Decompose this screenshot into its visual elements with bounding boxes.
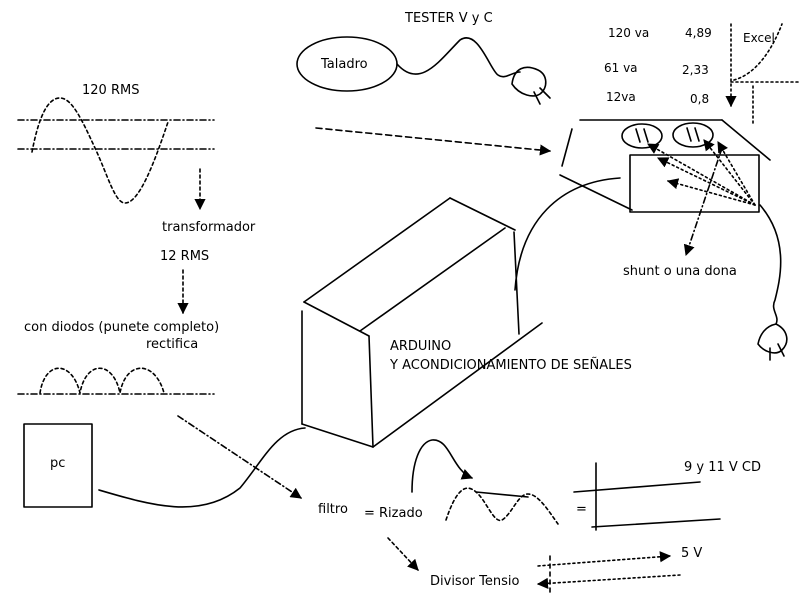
rizado-arrow bbox=[411, 439, 474, 493]
divisor-label: Divisor Tensio bbox=[430, 574, 520, 589]
excel-label: Excel bbox=[743, 31, 775, 45]
sine-wave-graph bbox=[17, 97, 215, 204]
tester-label: TESTER V y C bbox=[405, 11, 493, 26]
transformador-label: transformador bbox=[162, 220, 256, 235]
rms-12-label: 12 RMS bbox=[160, 249, 210, 264]
reading-value-2: 2,33 bbox=[682, 63, 709, 77]
ripple-wave-graph bbox=[445, 487, 559, 525]
tester-plug-icon bbox=[757, 323, 788, 361]
tester-meter-box bbox=[559, 119, 771, 213]
filtro-label: filtro bbox=[318, 502, 348, 517]
meter-dial-2 bbox=[672, 122, 714, 148]
v5-label: 5 V bbox=[681, 546, 703, 561]
shunt-label: shunt o una dona bbox=[623, 264, 737, 279]
arduino-label: ARDUINO bbox=[390, 339, 452, 354]
shunt-arrows bbox=[647, 139, 756, 257]
reading-va-1: 120 va bbox=[608, 26, 650, 40]
meter-dial-1 bbox=[621, 123, 663, 149]
pc-label: pc bbox=[50, 456, 66, 471]
taladro-plug-icon bbox=[511, 66, 551, 105]
v5-arrows bbox=[536, 551, 681, 597]
arduino-box bbox=[301, 197, 543, 448]
equals-label: = bbox=[576, 502, 587, 517]
diodos-label: con diodos (punete completo) bbox=[24, 320, 220, 335]
arrow-to-divisor bbox=[387, 537, 419, 571]
arrow-to-tester bbox=[315, 127, 552, 156]
taladro-label: Taladro bbox=[321, 57, 368, 72]
cd-label: 9 y 11 V CD bbox=[684, 460, 762, 475]
excel-chart bbox=[725, 23, 800, 125]
reading-va-3: 12va bbox=[606, 90, 636, 104]
acondicionamiento-label: Y ACONDICIONAMIENTO DE SEÑALES bbox=[390, 358, 632, 373]
rectified-wave-graph bbox=[17, 367, 215, 395]
arrow-to-filtro bbox=[177, 415, 302, 499]
rms-120-label: 120 RMS bbox=[82, 83, 140, 98]
taladro-cord bbox=[396, 37, 521, 78]
rectifica-label: rectifica bbox=[146, 337, 199, 352]
dc-output-graph bbox=[573, 462, 721, 531]
reading-va-2: 61 va bbox=[604, 61, 638, 75]
pc-box bbox=[23, 423, 93, 508]
rizado-label: = Rizado bbox=[364, 506, 423, 521]
tester-cable bbox=[759, 204, 782, 325]
reading-value-3: 0,8 bbox=[690, 92, 710, 106]
pc-cable bbox=[98, 427, 306, 508]
reading-value-1: 4,89 bbox=[685, 26, 712, 40]
arduino-cable bbox=[514, 177, 621, 291]
